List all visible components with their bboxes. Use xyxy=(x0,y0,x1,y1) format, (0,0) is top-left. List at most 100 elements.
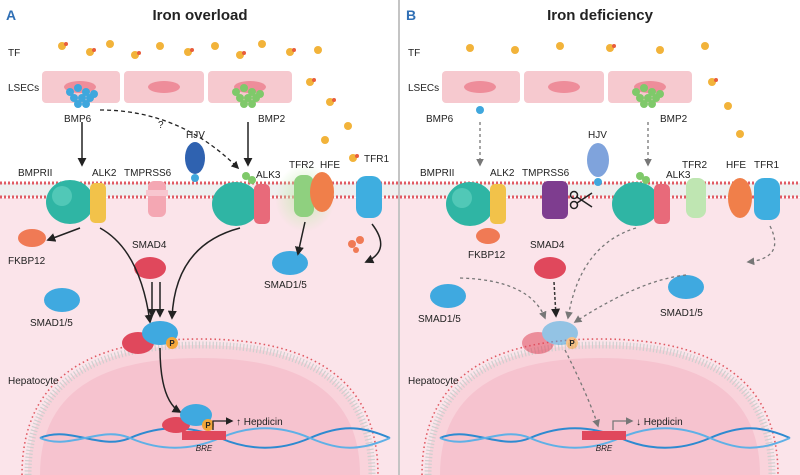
tfr2-to-smad-arrow xyxy=(573,274,687,323)
fkbp12-protein xyxy=(18,229,46,247)
lsecs-label: LSECs xyxy=(8,83,39,94)
bmp6-alk3-dashed-arrow xyxy=(99,109,240,170)
hepcidin-arrow xyxy=(612,417,634,430)
alk3-complex xyxy=(212,172,270,226)
panel-title: Iron overload xyxy=(152,7,247,24)
panel-letter: A xyxy=(6,7,16,23)
hepatocyte-label: Hepatocyte xyxy=(8,376,59,387)
bmp2-ligand-cluster xyxy=(632,84,664,108)
bmprii-label: BMPRII xyxy=(420,168,454,179)
hjv-coreceptor xyxy=(185,142,205,182)
alk3-complex xyxy=(612,172,670,226)
tfr2-to-smad-arrow xyxy=(294,221,306,256)
alk3-to-smad-arrow xyxy=(565,227,637,320)
tfr2-receptor xyxy=(294,175,314,217)
smad4-label: SMAD4 xyxy=(132,240,167,251)
tfr1-receptor xyxy=(356,176,382,218)
bmp6-label: BMP6 xyxy=(64,114,92,125)
phospho-nuclear-label: P xyxy=(205,421,211,430)
smad15-left xyxy=(430,284,466,308)
hfe-label: HFE xyxy=(726,160,746,171)
alk2-label: ALK2 xyxy=(92,168,117,179)
panel-iron-overload: BRE xyxy=(0,7,398,475)
hjv-label: HJV xyxy=(186,130,205,141)
scissors-icon xyxy=(569,190,593,210)
smad15-left-label: SMAD1/5 xyxy=(418,314,461,325)
hepcidin-label: ↓ Hepdicin xyxy=(636,417,683,428)
hepcidin-label: ↑ Hepdicin xyxy=(236,417,283,428)
tf-label: TF xyxy=(408,48,420,59)
hfe-protein xyxy=(310,172,334,212)
bre-label: BRE xyxy=(596,444,613,453)
bmp6-ligand-cluster xyxy=(66,84,98,108)
smad-to-nucleus-arrow xyxy=(564,349,600,428)
bmp2-label: BMP2 xyxy=(258,114,286,125)
bre-element xyxy=(182,431,226,440)
smad15-left xyxy=(44,288,80,312)
tfr2-receptor xyxy=(686,178,706,218)
bre-element xyxy=(582,431,626,440)
smad15-right-label: SMAD1/5 xyxy=(660,308,703,319)
smad-to-nucleus-arrow xyxy=(159,347,182,413)
tmprss6-protease xyxy=(146,181,168,217)
alk2-label: ALK2 xyxy=(490,168,515,179)
tmprss6-protease xyxy=(542,181,568,219)
alk2-to-smad-arrow xyxy=(459,277,547,320)
tf-label: TF xyxy=(8,48,20,59)
nuclear-smad-complex xyxy=(162,404,214,433)
hjv-coreceptor xyxy=(587,143,609,186)
question-label: ? xyxy=(158,120,164,131)
tfr1-recycling-arrow xyxy=(746,225,776,266)
phospho-label: P xyxy=(569,339,575,348)
panel-title: Iron deficiency xyxy=(547,7,654,24)
tfr2-label: TFR2 xyxy=(682,160,707,171)
smad4-arrow xyxy=(551,281,561,318)
bmp2-ligand-cluster xyxy=(232,84,264,108)
smad15-right-label: SMAD1/5 xyxy=(264,280,307,291)
smad15-left-label: SMAD1/5 xyxy=(30,318,73,329)
alk2-receptor xyxy=(490,184,506,224)
tfr1-label: TFR1 xyxy=(364,154,389,165)
tmprss6-label: TMPRSS6 xyxy=(124,168,172,179)
bmp2-label: BMP2 xyxy=(660,114,688,125)
smad4-protein xyxy=(134,257,166,279)
alk2-to-smad-arrow xyxy=(99,227,154,324)
tfr1-recycling-arrow xyxy=(364,223,382,264)
fkbp12-label: FKBP12 xyxy=(468,250,506,261)
transferrin-iron-particles xyxy=(58,40,357,162)
alk3-label: ALK3 xyxy=(666,170,691,181)
tfr1-receptor xyxy=(754,178,780,220)
transferrin-iron-particles xyxy=(466,42,744,138)
bmprii-receptor xyxy=(46,180,94,224)
smad15-right xyxy=(272,251,308,275)
panel-letter: B xyxy=(406,7,416,23)
hjv-label: HJV xyxy=(588,130,607,141)
bmprii-label: BMPRII xyxy=(18,168,52,179)
bmp6-ligand xyxy=(476,106,484,114)
tfr1-label: TFR1 xyxy=(754,160,779,171)
bre-label: BRE xyxy=(196,444,213,453)
smad4-protein xyxy=(534,257,566,279)
fkbp12-arrow xyxy=(46,227,81,242)
tfr2-label: TFR2 xyxy=(289,160,314,171)
phospho-label: P xyxy=(169,339,175,348)
fkbp12-protein xyxy=(476,228,500,244)
alk2-receptor xyxy=(90,183,106,223)
panel-iron-deficiency: BRE xyxy=(400,7,800,475)
alk3-label: ALK3 xyxy=(256,170,281,181)
hepatocyte-label: Hepatocyte xyxy=(408,376,459,387)
smad15-right xyxy=(668,275,704,299)
lsecs-label: LSECs xyxy=(408,83,439,94)
lsec-cells xyxy=(442,71,692,103)
hepcidin-arrow xyxy=(212,417,234,430)
alk3-to-smad-arrow xyxy=(167,227,241,320)
tmprss6-label: TMPRSS6 xyxy=(522,168,570,179)
hfe-label: HFE xyxy=(320,160,340,171)
iron-endosome xyxy=(348,236,364,253)
hfe-protein xyxy=(728,178,752,218)
smad-complex xyxy=(122,321,178,354)
smad-complex xyxy=(522,321,578,354)
fkbp12-label: FKBP12 xyxy=(8,256,46,267)
bmp6-label: BMP6 xyxy=(426,114,454,125)
